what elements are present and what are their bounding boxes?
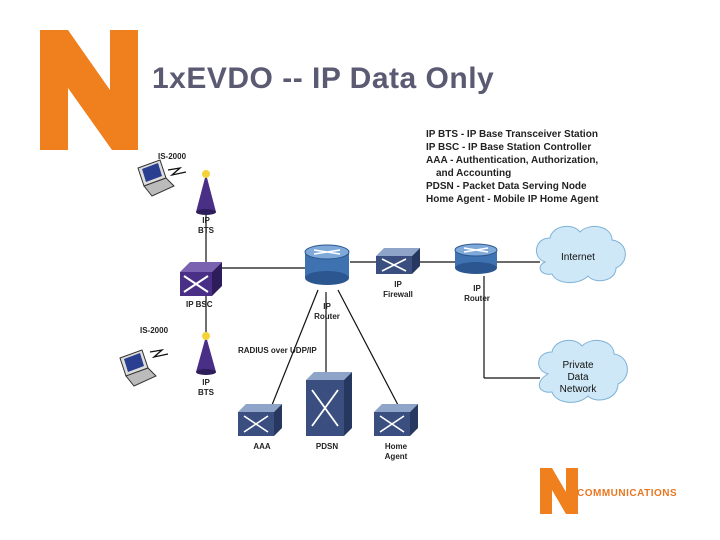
glossary-item: IP BSC - IP Base Station Controller bbox=[426, 142, 592, 153]
laptop-icon bbox=[119, 349, 157, 387]
footer-brand-text: COMMUNICATIONS bbox=[577, 488, 678, 499]
aaa-server-icon bbox=[238, 404, 282, 436]
cloud-private-network-icon bbox=[538, 339, 628, 403]
bts-label: IP BTS bbox=[198, 216, 214, 235]
router-icon bbox=[454, 243, 498, 274]
cloud-internet-icon bbox=[536, 225, 626, 283]
glossary-item: and Accounting bbox=[436, 168, 512, 179]
wireless-signal-icon bbox=[167, 166, 187, 177]
home-agent-label: Home Agent bbox=[384, 442, 408, 461]
bts-label: IP BTS bbox=[198, 378, 214, 397]
bsc-switch-icon bbox=[180, 262, 222, 296]
link-router-aaa bbox=[271, 289, 319, 406]
ip-firewall-label: IP Firewall bbox=[383, 280, 413, 299]
connection-lines bbox=[205, 190, 540, 406]
bts-antenna-icon bbox=[196, 170, 216, 215]
glossary-item: Home Agent - Mobile IP Home Agent bbox=[426, 194, 599, 205]
glossary-item: IP BTS - IP Base Transceiver Station bbox=[426, 129, 598, 140]
laptop-icon bbox=[137, 159, 175, 197]
is2000-label: IS-2000 bbox=[140, 326, 169, 335]
slide-title: 1xEVDO -- IP Data Only bbox=[152, 62, 495, 95]
radius-label: RADIUS over UDP/IP bbox=[238, 346, 317, 355]
glossary-item: AAA - Authentication, Authorization, bbox=[426, 155, 599, 166]
ip-bsc-label: IP BSC bbox=[186, 300, 213, 309]
ip-router-label: IP Router bbox=[314, 302, 340, 321]
ip-router-label: IP Router bbox=[464, 284, 490, 303]
bts-antenna-icon bbox=[196, 332, 216, 375]
glossary: IP BTS - IP Base Transceiver Station IP … bbox=[426, 128, 598, 206]
wireless-signal-icon bbox=[149, 348, 169, 359]
pdsn-label: PDSN bbox=[315, 442, 339, 451]
brand-logo-icon bbox=[40, 30, 138, 150]
footer-logo-icon bbox=[540, 468, 578, 514]
pdsn-server-icon bbox=[306, 372, 352, 436]
private-network-label: Private Data Network bbox=[559, 360, 597, 395]
internet-label: Internet bbox=[561, 252, 595, 263]
link-router-homeagent bbox=[337, 289, 399, 406]
firewall-icon bbox=[376, 248, 420, 274]
router-icon bbox=[304, 244, 350, 285]
is2000-label: IS-2000 bbox=[158, 152, 187, 161]
home-agent-server-icon bbox=[374, 404, 418, 436]
glossary-item: PDSN - Packet Data Serving Node bbox=[426, 181, 587, 192]
aaa-label: AAA bbox=[253, 442, 271, 451]
